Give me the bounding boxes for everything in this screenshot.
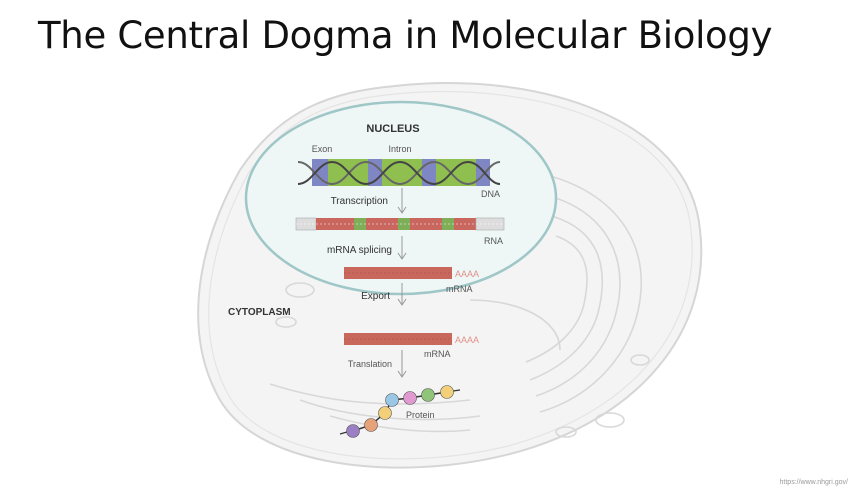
poly-a-tail-2: AAAA xyxy=(455,335,479,345)
amino-acid-4 xyxy=(385,393,399,407)
pre-mrna-strand xyxy=(295,217,505,231)
exon-label: Exon xyxy=(312,144,333,154)
amino-acid-1 xyxy=(440,385,454,399)
rna-label: RNA xyxy=(484,236,503,246)
source-citation: https://www.nhgri.gov/ xyxy=(779,479,848,486)
step-export: Export xyxy=(361,291,390,302)
protein-chain xyxy=(339,385,461,438)
amino-acid-3 xyxy=(403,391,417,405)
mrna-label-2: mRNA xyxy=(424,349,451,359)
translation-arrow-head xyxy=(397,370,407,378)
amino-acid-6 xyxy=(364,418,378,432)
splicing-arrow-head xyxy=(397,252,407,260)
cell-membrane-inner xyxy=(208,90,693,460)
intron-label: Intron xyxy=(388,144,411,154)
transcription-arrow-head xyxy=(397,206,407,214)
cytoplasm-label: CYTOPLASM xyxy=(228,307,291,318)
amino-acid-7 xyxy=(346,424,360,438)
dna-helix xyxy=(297,159,501,186)
protein-label: Protein xyxy=(406,410,435,420)
step-transcription: Transcription xyxy=(331,196,388,207)
amino-acid-5 xyxy=(378,406,392,420)
poly-a-tail: AAAA xyxy=(455,269,479,279)
dna-label: DNA xyxy=(481,189,500,199)
nucleus xyxy=(244,100,558,296)
mrna-label: mRNA xyxy=(446,284,473,294)
amino-acid-2 xyxy=(421,388,435,402)
step-splicing: mRNA splicing xyxy=(327,245,392,256)
export-arrow-head xyxy=(397,298,407,306)
nucleus-label: NUCLEUS xyxy=(366,123,419,135)
slide-title: The Central Dogma in Molecular Biology xyxy=(38,14,773,57)
step-translation: Translation xyxy=(348,359,392,369)
endoplasmic-reticulum xyxy=(269,169,650,438)
